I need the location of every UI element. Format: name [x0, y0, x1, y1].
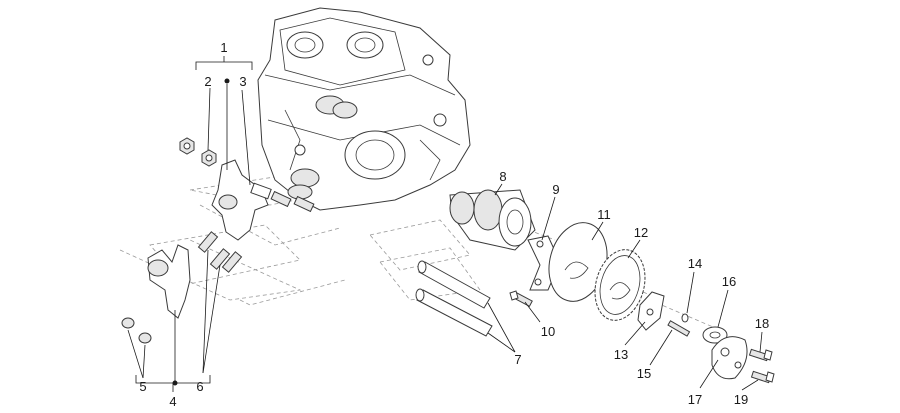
callout-13: 13: [614, 347, 628, 362]
callout-17: 17: [688, 392, 702, 407]
callout-18: 18: [755, 316, 769, 331]
callout-7: 7: [514, 352, 521, 367]
callout-3: 3: [239, 74, 246, 89]
valve-caps: [121, 317, 152, 344]
eccentric-part-16: [702, 326, 728, 344]
pin-part-15: [667, 320, 691, 337]
valve-screws: [270, 190, 315, 213]
leader-lines: [127, 56, 763, 392]
bolt-part-19: [750, 370, 775, 384]
camshaft: [449, 189, 536, 251]
sprocket: [594, 249, 646, 321]
nut-part-2b: [201, 149, 217, 167]
callout-2: 2: [204, 74, 211, 89]
nut-part-2a: [179, 137, 195, 155]
lever-part-13: [637, 291, 665, 331]
callout-10: 10: [541, 324, 555, 339]
callout-1: 1: [220, 40, 227, 55]
callout-labels: 1 2 3 4 5 6 7 8 9 10 11 12 13 14 15 16 1…: [139, 40, 769, 409]
bolt-part-10: [509, 290, 533, 308]
rocker-arm-lower: [147, 244, 191, 319]
callout-14: 14: [688, 256, 702, 271]
callout-4: 4: [169, 394, 176, 409]
rocker-arm-upper: [211, 159, 272, 241]
callout-15: 15: [637, 366, 651, 381]
callout-8: 8: [499, 169, 506, 184]
callout-12: 12: [634, 225, 648, 240]
callout-11: 11: [597, 207, 611, 222]
counterweight-part-17: [711, 336, 748, 380]
callout-16: 16: [722, 274, 736, 289]
callout-9: 9: [552, 182, 559, 197]
callout-5: 5: [139, 379, 146, 394]
callout-19: 19: [734, 392, 748, 407]
bolt-part-18: [748, 348, 773, 362]
ring-part-14: [681, 313, 689, 323]
cylinder-head: [257, 7, 471, 211]
pins-part-7: [415, 260, 493, 337]
rocker-pins: [197, 231, 243, 273]
callout-6: 6: [196, 379, 203, 394]
